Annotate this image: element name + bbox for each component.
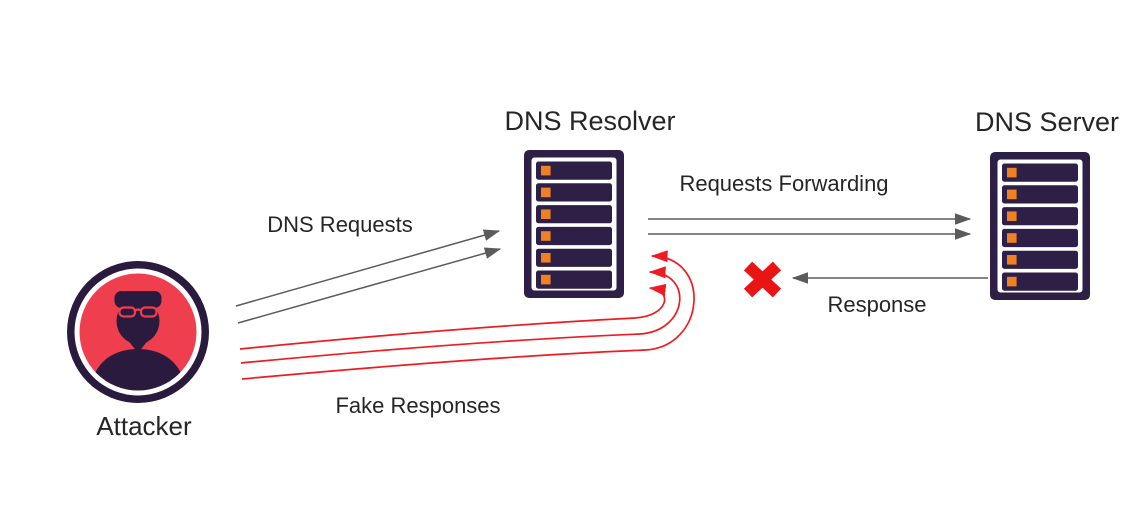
dns-requests-arrow-2 — [237, 247, 502, 324]
avatar-shoulders — [90, 349, 186, 391]
fake-responses-arrow-1 — [239, 283, 667, 350]
avatar-glasses — [111, 306, 165, 318]
response-label: Response — [827, 292, 927, 317]
avatar-head — [116, 298, 160, 344]
red-x-icon — [743, 261, 782, 298]
fake-responses-arrows — [239, 250, 695, 380]
attacker-label: Attacker — [96, 411, 192, 441]
fake-responses-label: Fake Responses — [335, 393, 501, 418]
requests-forwarding-label: Requests Forwarding — [679, 171, 889, 196]
requests-forwarding-arrows — [648, 213, 972, 240]
dns-requests-arrows — [235, 229, 502, 324]
dns-resolver-title: DNS Resolver — [504, 106, 676, 136]
dns-requests-label: DNS Requests — [267, 212, 413, 237]
dns-server-server-rack-icon — [990, 152, 1090, 300]
avatar-beard — [123, 334, 153, 353]
fake-responses-arrow-3 — [241, 250, 695, 380]
fake-responses-arrow-2 — [240, 266, 681, 364]
dns-server-title: DNS Server — [974, 107, 1120, 137]
dns-resolver-server-rack-icon — [524, 150, 624, 298]
avatar-cap — [114, 291, 162, 308]
hacker-avatar-icon — [67, 261, 209, 403]
dns-requests-arrow-1 — [235, 229, 501, 307]
